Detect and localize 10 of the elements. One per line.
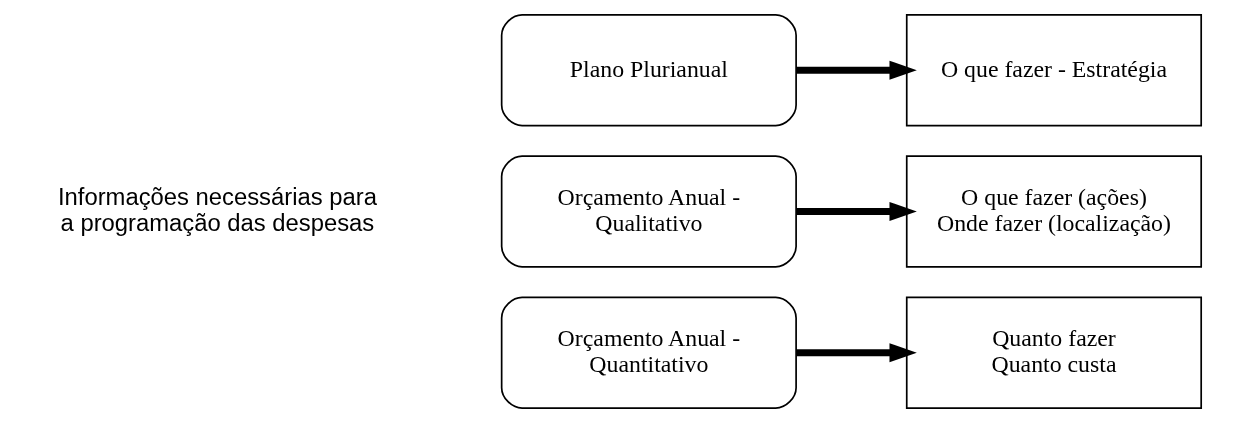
node-box: Orçamento Anual - Quantitativo bbox=[500, 296, 797, 409]
arrow bbox=[796, 201, 917, 222]
node-box: Quanto fazer Quanto custa bbox=[905, 296, 1203, 409]
label: Informações necessárias para a programação das despesas bbox=[57, 183, 377, 236]
node-box: Plano Plurianual bbox=[500, 14, 797, 127]
node-box: Orçamento Anual - Qualitativo bbox=[500, 155, 797, 268]
arrow bbox=[796, 343, 917, 363]
arrow bbox=[796, 60, 917, 80]
node-box: O que fazer - Estratégia bbox=[905, 14, 1203, 127]
node-box: O que fazer (ações) Onde fazer (localização) bbox=[905, 155, 1203, 268]
